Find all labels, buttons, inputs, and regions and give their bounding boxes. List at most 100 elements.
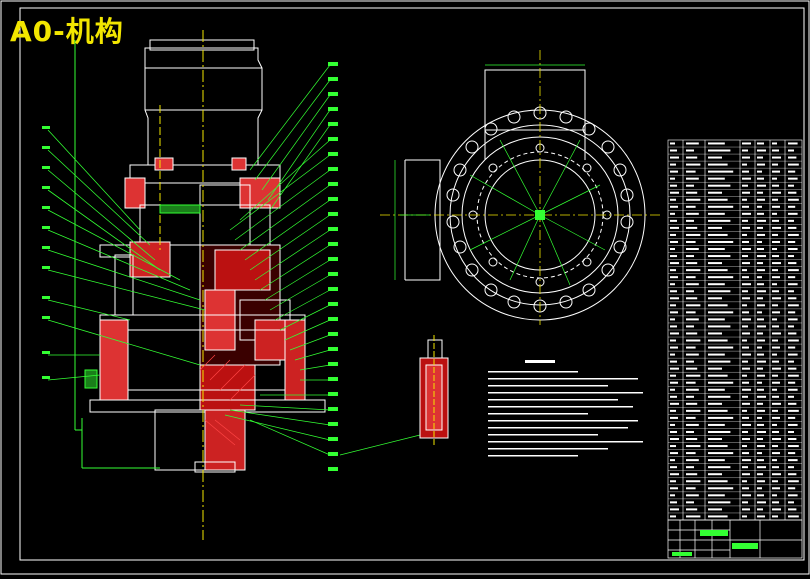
parts-list-text-mark: [742, 395, 748, 398]
parts-list-text-mark: [772, 388, 777, 391]
parts-list-text-mark: [772, 149, 779, 152]
parts-list-text-mark: [686, 445, 701, 448]
parts-list-text-mark: [670, 170, 678, 173]
parts-list-text-mark: [686, 501, 694, 504]
parts-list-text-mark: [788, 416, 796, 419]
parts-list-text-mark: [670, 248, 675, 251]
parts-list-text-mark: [742, 480, 747, 483]
parts-list-text-mark: [686, 163, 701, 166]
parts-list-text-mark: [788, 339, 799, 342]
parts-list-text-mark: [757, 156, 763, 159]
parts-list-text-mark: [742, 374, 747, 377]
parts-list-text-mark: [788, 304, 799, 307]
parts-list-text-mark: [788, 255, 794, 258]
parts-list-text-mark: [757, 142, 764, 145]
parts-list-text-mark: [708, 409, 728, 412]
parts-list-text-mark: [708, 487, 734, 490]
parts-list-text-mark: [757, 402, 763, 405]
parts-list-text-mark: [708, 423, 725, 426]
parts-list-text-mark: [686, 367, 698, 370]
parts-list-text-mark: [742, 445, 747, 448]
parts-list-text-mark: [708, 198, 728, 201]
parts-list-text-mark: [788, 381, 796, 384]
parts-list-text-mark: [757, 480, 765, 483]
parts-list-text-mark: [708, 205, 734, 208]
parts-list-text-mark: [670, 494, 675, 497]
parts-list-text-mark: [708, 212, 725, 215]
parts-list-text-mark: [708, 459, 725, 462]
parts-list-text-mark: [708, 149, 731, 152]
parts-list-text-mark: [670, 388, 675, 391]
parts-list-text-mark: [772, 156, 781, 159]
parts-list-text-mark: [772, 381, 780, 384]
parts-list-text-mark: [670, 438, 679, 441]
parts-list-text-mark: [772, 367, 781, 370]
parts-list-text-mark: [708, 367, 722, 370]
parts-list-text-mark: [772, 494, 777, 497]
parts-list-text-mark: [757, 283, 764, 286]
parts-list-text-mark: [708, 170, 734, 173]
parts-list-text-mark: [708, 248, 725, 251]
parts-list-text-mark: [757, 374, 765, 377]
parts-list-text-mark: [757, 212, 764, 215]
parts-list-text-mark: [772, 191, 781, 194]
parts-list-text-mark: [742, 416, 749, 419]
parts-list-rows: [668, 146, 802, 514]
parts-list-text-mark: [742, 191, 750, 194]
parts-list-text-mark: [772, 445, 778, 448]
parts-list-text-mark: [742, 487, 749, 490]
parts-list-text-mark: [788, 248, 798, 251]
parts-list-text-mark: [670, 297, 679, 300]
parts-list-text-mark: [757, 346, 762, 349]
parts-list-text-mark: [742, 184, 748, 187]
parts-list-text-mark: [670, 198, 676, 201]
parts-list-text-mark: [788, 473, 797, 476]
parts-list-text-mark: [772, 177, 777, 180]
parts-list-text-mark: [742, 353, 751, 356]
parts-list-text-mark: [742, 233, 747, 236]
parts-list-text-mark: [788, 430, 794, 433]
parts-list-text-mark: [788, 276, 796, 279]
parts-list-text-mark: [670, 191, 679, 194]
parts-list-text-mark: [708, 430, 731, 433]
parts-list-text-mark: [708, 416, 734, 419]
parts-list-text-mark: [757, 423, 764, 426]
parts-list-text-mark: [686, 240, 696, 243]
parts-list-text-mark: [708, 304, 728, 307]
parts-list-text-mark: [742, 388, 751, 391]
parts-list-text-mark: [686, 184, 694, 187]
parts-list-text-mark: [772, 304, 778, 307]
parts-list-text-mark: [686, 473, 698, 476]
parts-list-text-mark: [686, 466, 694, 469]
parts-list-text-mark: [670, 360, 677, 363]
parts-list-text-mark: [757, 409, 765, 412]
parts-list-text-mark: [686, 388, 699, 391]
parts-list-text-mark: [708, 339, 728, 342]
parts-list-text-mark: [742, 473, 750, 476]
parts-list-text-mark: [686, 409, 701, 412]
parts-list-text-mark: [686, 423, 699, 426]
parts-list-text-mark: [686, 233, 701, 236]
parts-list-text-mark: [772, 163, 778, 166]
parts-list-text-mark: [772, 459, 777, 462]
parts-list-text-mark: [686, 325, 694, 328]
parts-list-text-mark: [670, 381, 678, 384]
parts-list-text-mark: [708, 388, 725, 391]
parts-list-text-mark: [788, 233, 799, 236]
parts-list-text-mark: [742, 381, 749, 384]
parts-list-text-mark: [757, 438, 763, 441]
parts-list-text-mark: [788, 269, 799, 272]
parts-list-text-mark: [742, 290, 748, 293]
parts-list-text-mark: [772, 473, 781, 476]
parts-list-text-mark: [742, 248, 751, 251]
parts-list-text-mark: [772, 360, 779, 363]
parts-list-text-mark: [757, 395, 766, 398]
parts-list-text-mark: [757, 205, 762, 208]
parts-list-text-mark: [742, 339, 747, 342]
parts-list-text-mark: [757, 318, 764, 321]
parts-list-text-mark: [757, 459, 764, 462]
parts-list-text-mark: [686, 142, 699, 145]
parts-list-text-mark: [742, 515, 747, 518]
parts-list-text-mark: [757, 430, 766, 433]
